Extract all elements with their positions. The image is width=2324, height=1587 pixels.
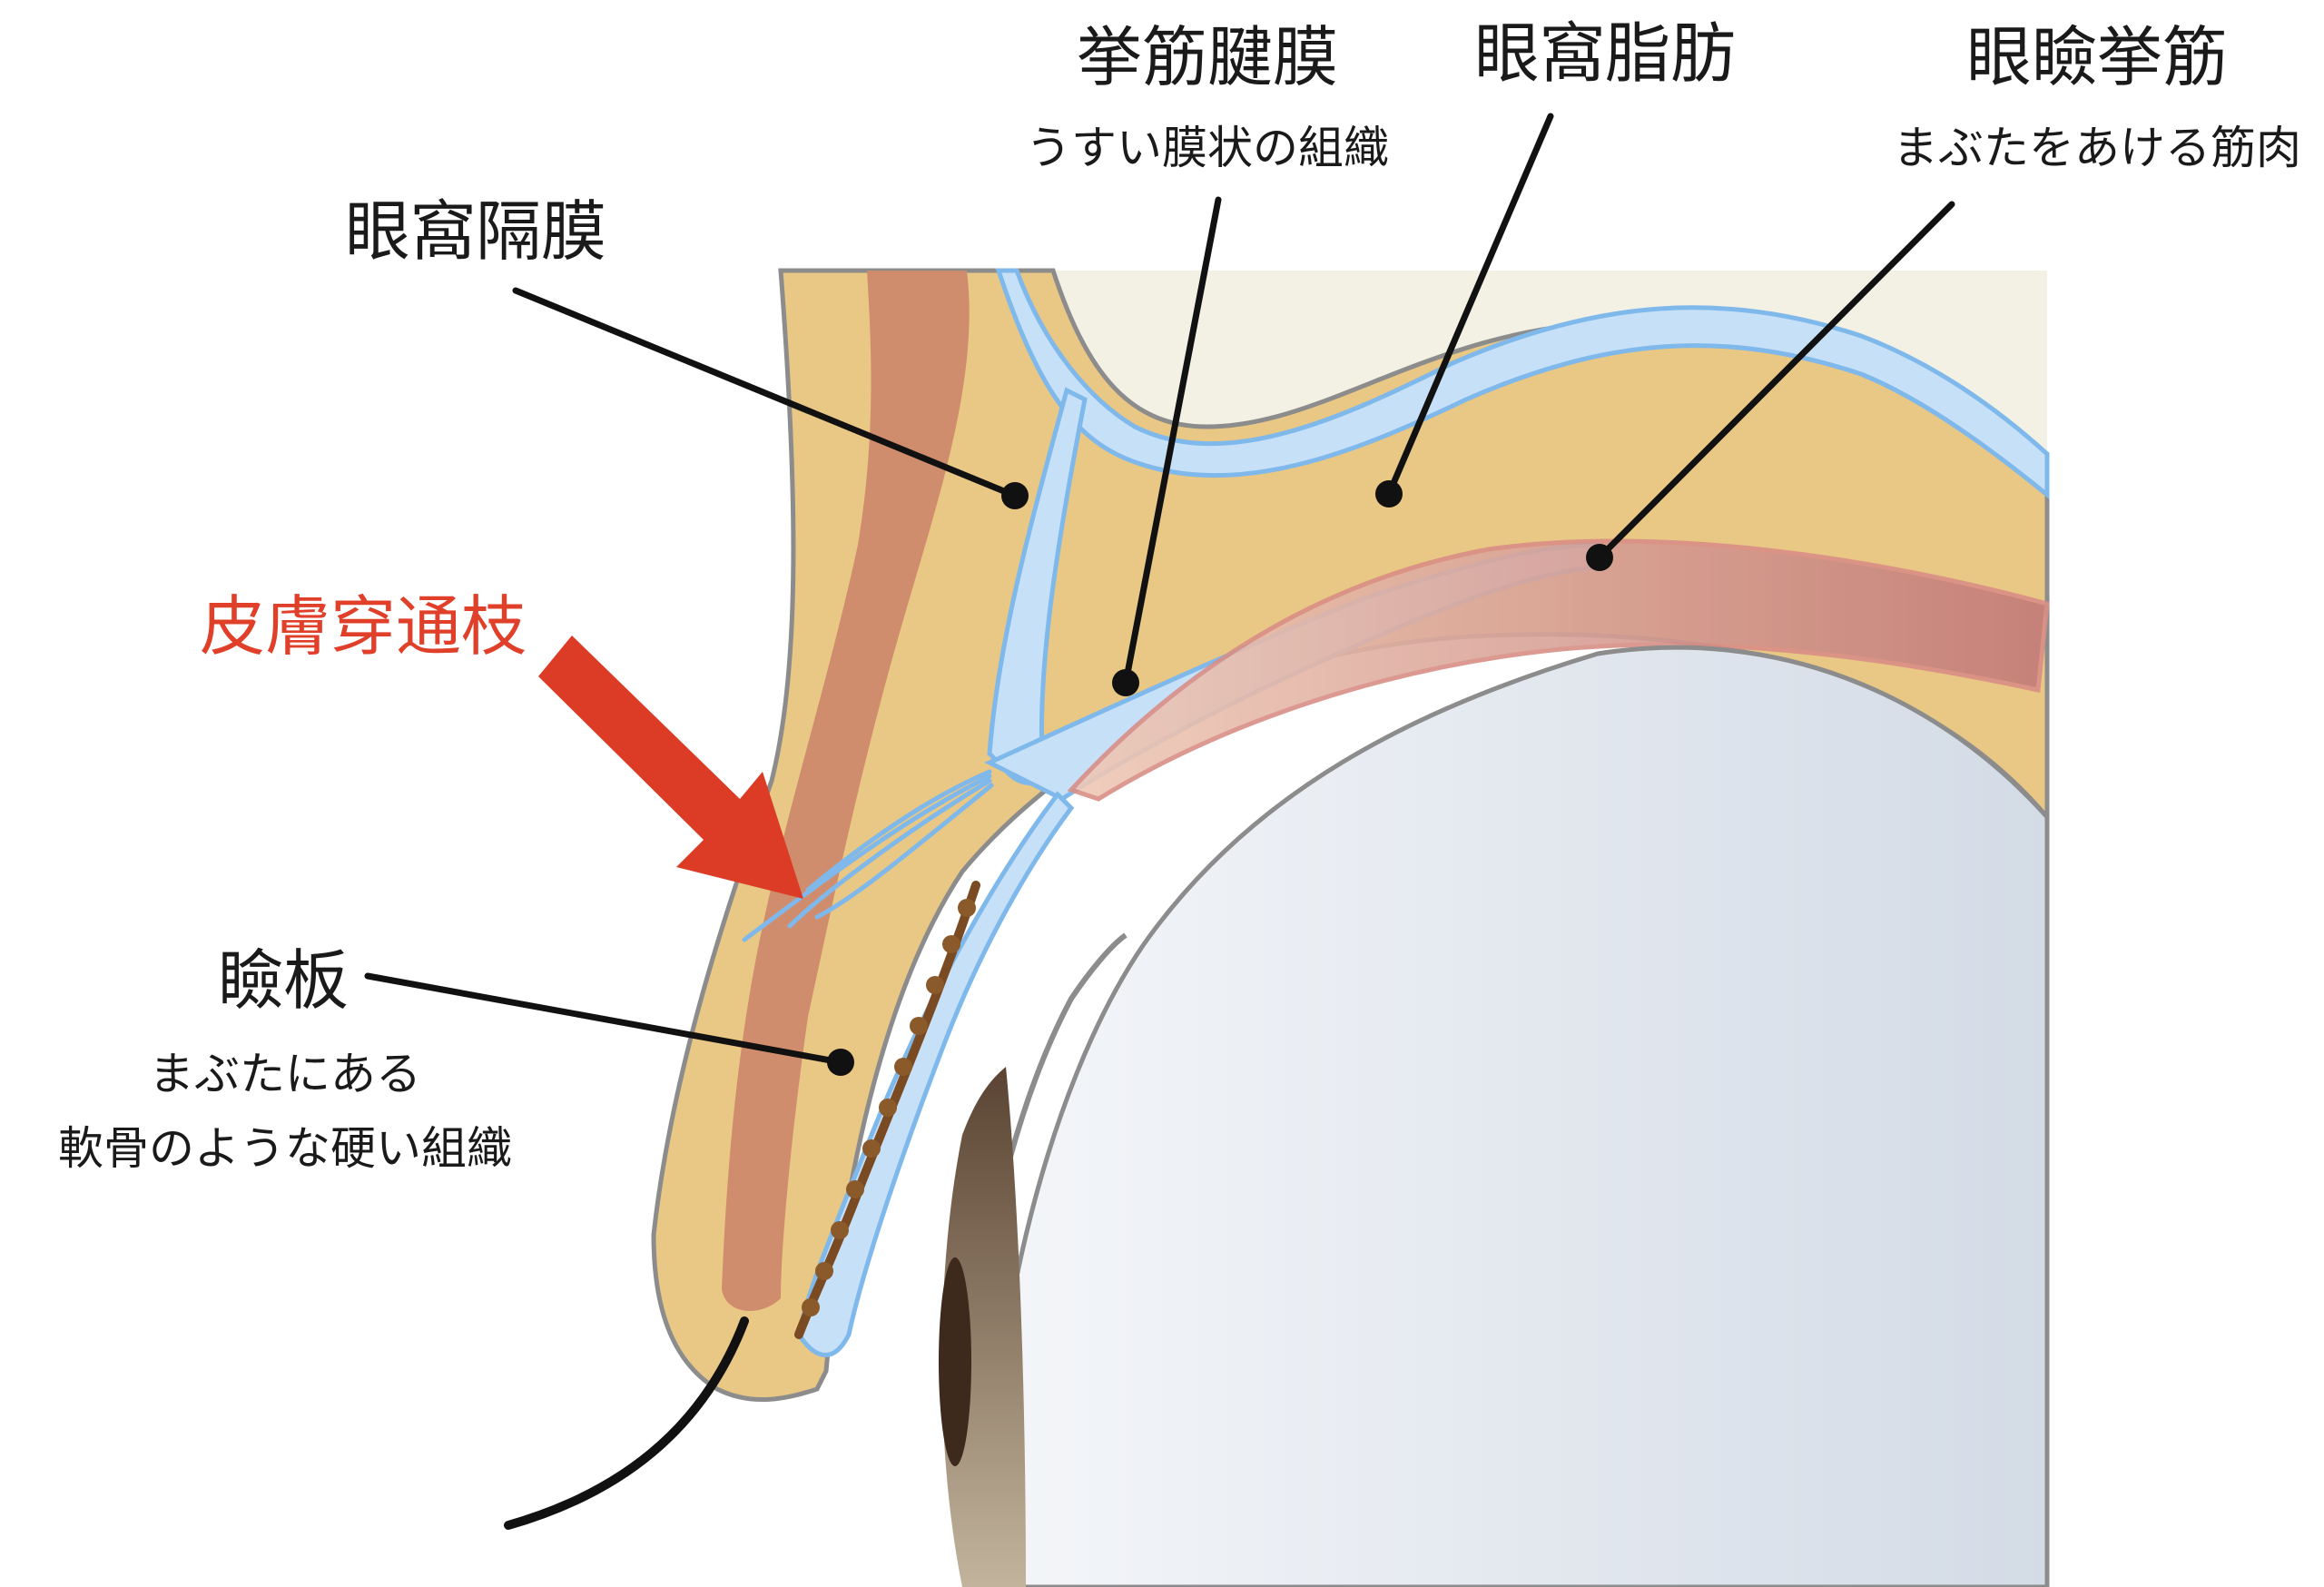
perforating-branch-fibers: [742, 769, 994, 942]
label-levator-aponeurosis-desc: うすい膜状の組織: [1026, 122, 1389, 174]
label-levator-muscle: 眼瞼挙筋: [1966, 19, 2228, 95]
tarsal-gland: [794, 881, 980, 1339]
tarsus-dot: [827, 1049, 854, 1076]
levator-muscle: [1067, 538, 2050, 802]
label-cutaneous-branch: 皮膚穿通枝: [200, 588, 527, 665]
label-levator-aponeurosis: 挙筋腱膜: [1077, 19, 1338, 95]
label-tarsus: 瞼板: [218, 942, 349, 1019]
tarsal-gland-lobules: [802, 899, 976, 1316]
iris: [941, 1067, 1026, 1587]
tarsus-leader: [364, 972, 844, 1066]
eyelash: [504, 1316, 749, 1530]
label-tarsus-desc-2: 軟骨のような硬い組織: [58, 1122, 512, 1175]
levator-muscle-leader: [1596, 201, 1955, 561]
orbital-fat-dot: [1375, 480, 1403, 508]
levator-aponeurosis-dot: [1112, 669, 1139, 696]
eyeball: [986, 645, 2050, 1587]
levator-muscle-dot: [1586, 544, 1613, 571]
orbital-septum-dot: [1001, 482, 1029, 509]
orbital-fat-leader: [1385, 113, 1554, 498]
label-orbital-septum: 眼窩隔膜: [345, 193, 606, 270]
label-orbital-fat: 眼窩脂肪: [1474, 15, 1736, 92]
perforating-branch-arrow: [538, 636, 803, 899]
levator-aponeurosis-band: [995, 268, 2050, 500]
levator-aponeurosis-leader: [1122, 196, 1222, 686]
pupil: [939, 1257, 971, 1466]
label-levator-muscle-desc: まぶたをあける筋肉: [1893, 122, 2301, 174]
orbital-septum-line: [987, 387, 1088, 786]
orbital-septum-leader: [512, 287, 1019, 499]
label-tarsus-desc-1: まぶたにある: [149, 1048, 421, 1100]
